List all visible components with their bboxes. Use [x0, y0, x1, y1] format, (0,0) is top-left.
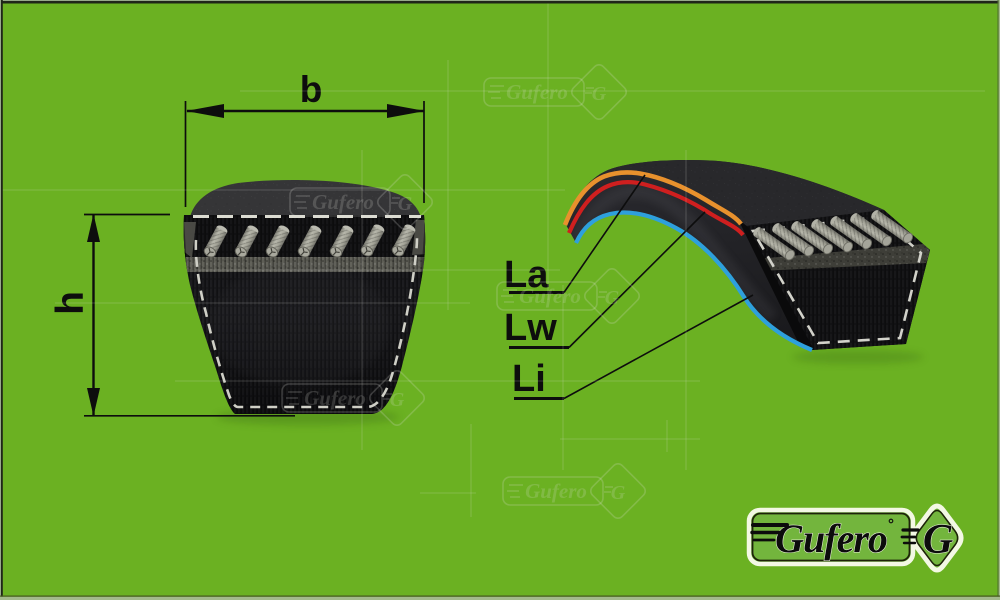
- svg-text:h: h: [49, 291, 92, 315]
- svg-text:G: G: [923, 517, 953, 563]
- svg-text:Li: Li: [512, 358, 546, 400]
- svg-text:b: b: [300, 69, 323, 110]
- svg-text:Lw: Lw: [504, 307, 557, 349]
- svg-text:Gufero: Gufero: [775, 516, 887, 561]
